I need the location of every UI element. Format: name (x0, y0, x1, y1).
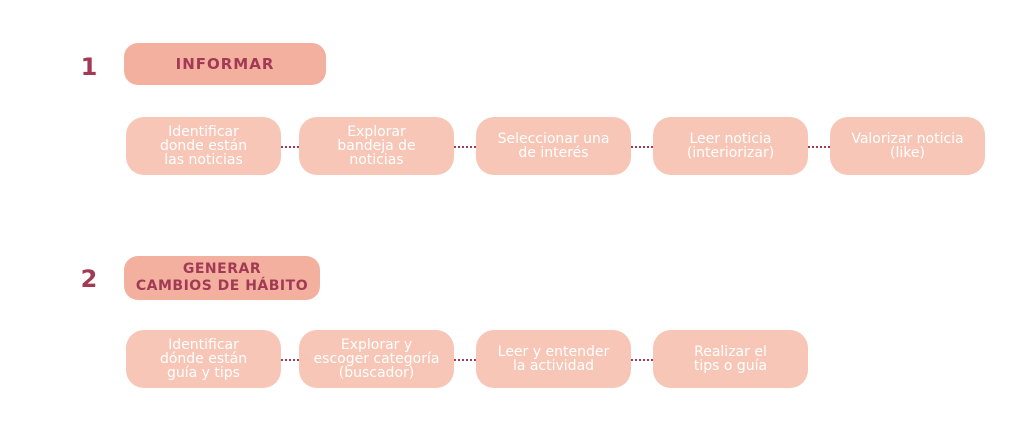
dotted-connector (281, 146, 299, 148)
step-label: Realizar el tips o guía (693, 344, 768, 374)
section-title: INFORMAR (124, 43, 326, 85)
step-box: Identificar donde están las noticias (126, 117, 281, 175)
dotted-connector (454, 359, 476, 361)
step-label: Identificar donde están las noticias (159, 124, 248, 168)
step-box: Explorar y escoger categoría (buscador) (299, 330, 454, 388)
step-box: Leer noticia (interiorizar) (653, 117, 808, 175)
step-label: Explorar bandeja de noticias (337, 124, 416, 168)
section-number: 1 (80, 53, 98, 81)
dotted-connector (631, 146, 653, 148)
step-label: Seleccionar una de interés (497, 131, 610, 161)
step-box: Identificar dónde están guía y tips (126, 330, 281, 388)
step-label: Valorizar noticia (like) (851, 131, 964, 161)
step-box: Valorizar noticia (like) (830, 117, 985, 175)
dotted-connector (808, 146, 830, 148)
dotted-connector (631, 359, 653, 361)
step-label: Identificar dónde están guía y tips (159, 337, 248, 381)
section-number: 2 (80, 265, 98, 293)
step-label: Explorar y escoger categoría (buscador) (313, 337, 440, 381)
step-box: Realizar el tips o guía (653, 330, 808, 388)
step-box: Seleccionar una de interés (476, 117, 631, 175)
dotted-connector (454, 146, 476, 148)
step-box: Explorar bandeja de noticias (299, 117, 454, 175)
dotted-connector (281, 359, 299, 361)
step-label: Leer y entender la actividad (497, 344, 610, 374)
step-label: Leer noticia (interiorizar) (686, 131, 775, 161)
section-title: GENERAR CAMBIOS DE HÁBITO (124, 256, 320, 300)
step-box: Leer y entender la actividad (476, 330, 631, 388)
